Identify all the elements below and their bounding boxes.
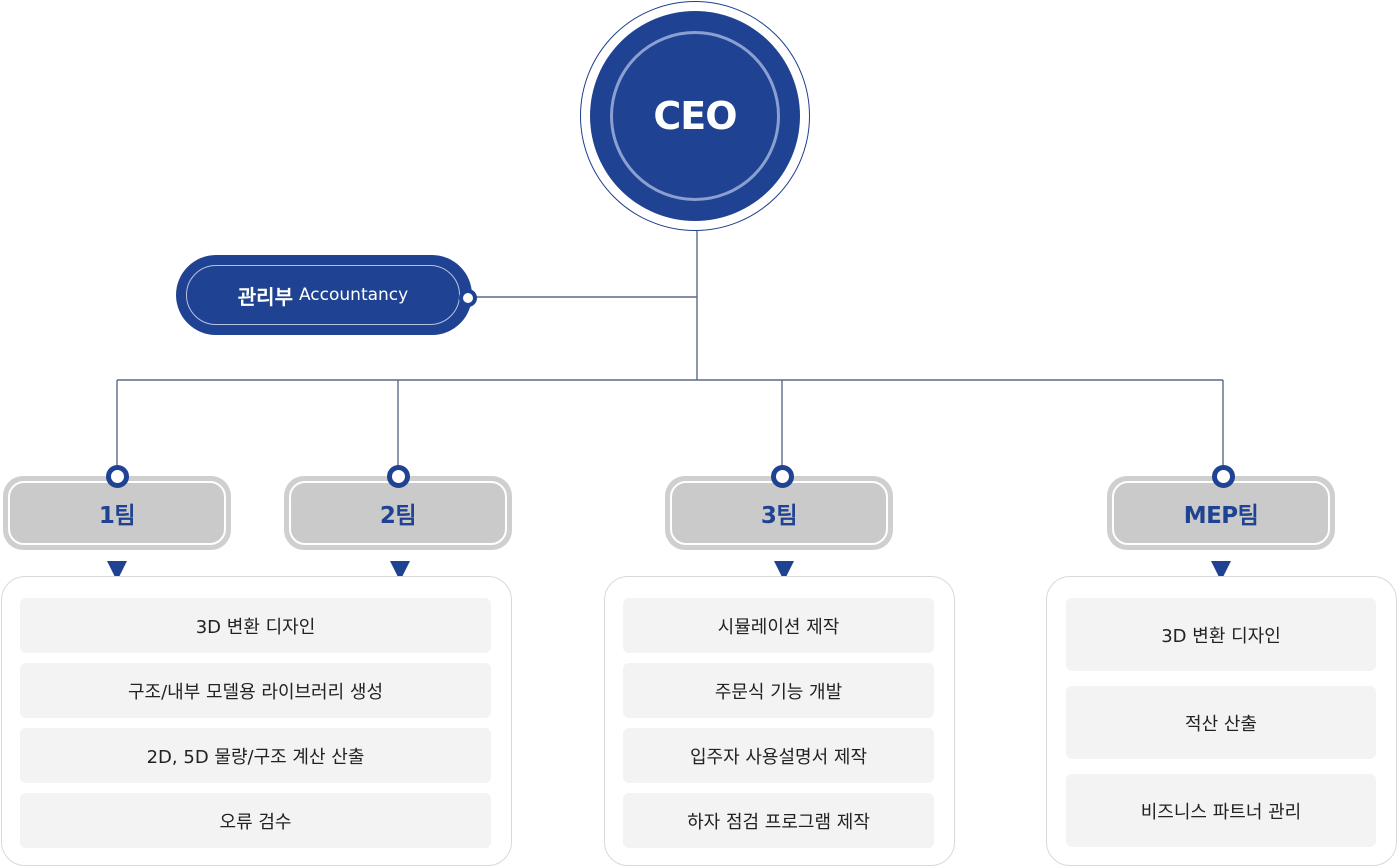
team12-task-item: 2D, 5D 물량/구조 계산 산출 — [20, 728, 491, 783]
team3-task-item: 시뮬레이션 제작 — [623, 598, 934, 653]
team1-connector-dot — [106, 465, 129, 488]
team3-task-item: 하자 점검 프로그램 제작 — [623, 793, 934, 848]
team12-task-item: 구조/내부 모델용 라이브러리 생성 — [20, 663, 491, 718]
team3-task-item: 주문식 기능 개발 — [623, 663, 934, 718]
team12-task-item: 3D 변환 디자인 — [20, 598, 491, 653]
mep-task-item: 비즈니스 파트너 관리 — [1066, 774, 1376, 847]
mep-task-item: 적산 산출 — [1066, 686, 1376, 759]
accountancy-label-ko: 관리부 — [237, 284, 293, 309]
ceo-inner-ring — [610, 31, 780, 201]
team2-box: 2팀 — [289, 481, 507, 545]
accountancy-connector-dot — [459, 289, 477, 307]
accountancy-label-en: Accountancy — [298, 285, 409, 305]
team3-box: 3팀 — [670, 481, 888, 545]
ceo-label: CEO — [653, 94, 737, 138]
team2-connector-dot — [387, 465, 410, 488]
team12-task-item: 오류 검수 — [20, 793, 491, 848]
accountancy-label: 관리부 Accountancy — [186, 265, 460, 325]
accountancy-node — [176, 255, 472, 335]
mep-task-item: 3D 변환 디자인 — [1066, 598, 1376, 671]
team3-connector-dot — [771, 465, 794, 488]
mep-box: MEP팀 — [1112, 481, 1330, 545]
team3-task-item: 입주자 사용설명서 제작 — [623, 728, 934, 783]
mep-connector-dot — [1212, 465, 1235, 488]
team1-box: 1팀 — [8, 481, 226, 545]
